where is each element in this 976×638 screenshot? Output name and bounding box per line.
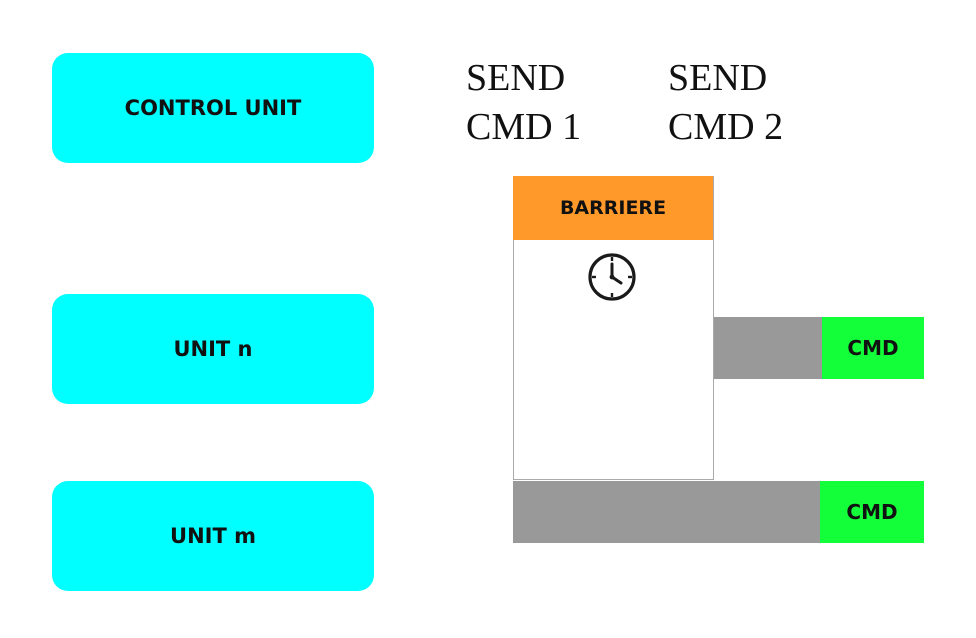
cmd-1-box: CMD — [822, 317, 924, 379]
unit-m-box: UNIT m — [52, 481, 374, 591]
send-cmd-1-label: SEND CMD 1 — [466, 57, 582, 148]
unit-n-box: UNIT n — [52, 294, 374, 404]
command-bar-1 — [714, 317, 822, 379]
command-bar-2 — [513, 481, 820, 543]
cmd-2-box: CMD — [820, 481, 924, 543]
barrier-header: BARRIERE — [513, 176, 713, 240]
send-cmd-2-label: SEND CMD 2 — [668, 57, 784, 148]
control-unit-box: CONTROL UNIT — [52, 53, 374, 163]
clock-icon — [588, 253, 636, 301]
